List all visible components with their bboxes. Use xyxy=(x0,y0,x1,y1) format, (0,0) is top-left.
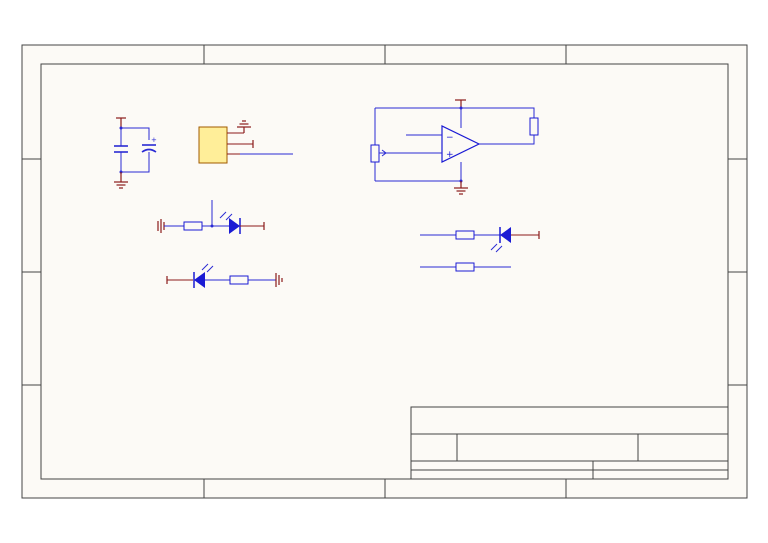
u2-op-amp[interactable] xyxy=(441,125,481,163)
led1-indicator[interactable] xyxy=(157,200,265,234)
led2-indicator[interactable] xyxy=(166,263,283,288)
svg-text:+: + xyxy=(151,136,157,144)
svg-text:+: + xyxy=(446,150,454,160)
svg-text:−: − xyxy=(446,133,454,143)
c1-c2-bypass-caps[interactable]: + xyxy=(114,117,157,189)
led3-indicator[interactable] xyxy=(420,227,540,253)
u1-module[interactable] xyxy=(198,120,293,164)
title-block xyxy=(410,406,729,480)
u2-op-amp-circuit[interactable]: − + xyxy=(370,99,539,195)
outer-frame xyxy=(21,44,748,499)
zone-markers xyxy=(22,45,747,498)
r5-resistor[interactable] xyxy=(420,262,511,272)
